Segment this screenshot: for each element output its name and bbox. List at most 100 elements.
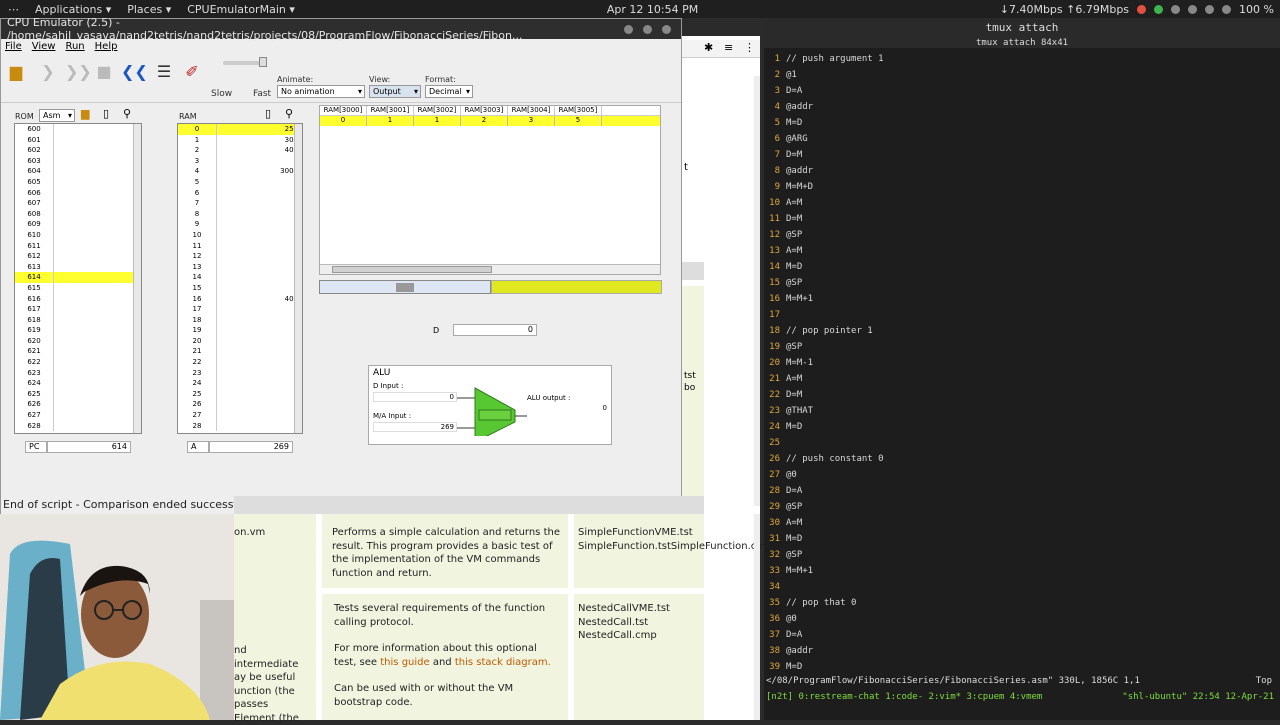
ram-file-icon[interactable]: ▯	[265, 107, 272, 120]
rom-instruction[interactable]	[53, 378, 141, 389]
clock[interactable]: Apr 12 10:54 PM	[606, 2, 699, 16]
ram-row[interactable]: 240	[178, 378, 302, 389]
ram-value[interactable]: 0	[216, 367, 302, 379]
ram-value[interactable]: 0	[216, 282, 302, 294]
rom-instruction[interactable]	[53, 240, 141, 252]
active-app-menu[interactable]: CPUEmulatorMain ▾	[187, 2, 295, 16]
ram-row[interactable]: 150	[178, 282, 302, 294]
ram-search-icon[interactable]: ⚲	[285, 107, 294, 120]
menu-run[interactable]: Run	[65, 40, 85, 52]
ram-row[interactable]: 140	[178, 272, 302, 283]
output-hscrollbar[interactable]	[320, 264, 660, 274]
ram-row[interactable]: 60	[178, 187, 302, 199]
ram-row[interactable]: 270	[178, 410, 302, 421]
ram-value[interactable]: 0	[216, 272, 302, 283]
ram-value[interactable]: 0	[216, 251, 302, 262]
rom-instruction[interactable]	[53, 124, 141, 135]
ram-value[interactable]: 0	[216, 155, 302, 167]
single-step-icon[interactable]: ❯	[41, 62, 55, 81]
rom-instruction[interactable]	[53, 208, 141, 220]
ram-value[interactable]: 0	[216, 198, 302, 209]
rom-instruction[interactable]	[53, 314, 141, 326]
ram-value[interactable]: 256	[216, 124, 302, 135]
screen-scroll-track[interactable]	[319, 280, 491, 294]
rom-instruction[interactable]	[53, 219, 141, 230]
animate-select[interactable]: No animation	[277, 85, 365, 98]
microphone-icon[interactable]	[1205, 4, 1215, 14]
rom-row[interactable]: 615	[15, 282, 141, 294]
ram-row[interactable]: 250	[178, 388, 302, 400]
speed-slider[interactable]	[223, 61, 267, 65]
ram-value[interactable]: 0	[216, 388, 302, 400]
format-select[interactable]: Decimal	[425, 85, 473, 98]
ram-value[interactable]: 0	[216, 399, 302, 411]
rom-row[interactable]: 622	[15, 357, 141, 368]
ram-row[interactable]: 210	[178, 346, 302, 358]
browser-menu-icon[interactable]: ⋮	[744, 41, 755, 54]
rom-instruction[interactable]	[53, 261, 141, 273]
minimize-icon[interactable]	[624, 24, 633, 34]
rom-instruction[interactable]	[53, 388, 141, 400]
ram-value[interactable]: 3004	[216, 166, 302, 177]
ram-value[interactable]: 0	[216, 357, 302, 368]
ram-value[interactable]: 0	[216, 335, 302, 347]
ram-row[interactable]: 220	[178, 357, 302, 368]
ram-row[interactable]: 50	[178, 176, 302, 188]
ram-row[interactable]: 120	[178, 251, 302, 262]
menu-dots-icon[interactable]: ⋯	[8, 2, 19, 16]
ram-value[interactable]: 0	[216, 378, 302, 389]
rom-instruction[interactable]	[53, 357, 141, 368]
volume-icon[interactable]	[1222, 4, 1232, 14]
menu-help[interactable]: Help	[94, 40, 118, 52]
places-menu[interactable]: Places ▾	[127, 2, 172, 16]
ram-value[interactable]: 0	[216, 346, 302, 358]
stop-icon[interactable]: ■	[96, 62, 112, 81]
ram-value[interactable]: 0	[216, 229, 302, 241]
speed-slider-thumb[interactable]	[259, 57, 267, 67]
close-icon[interactable]	[662, 24, 671, 34]
rom-row[interactable]: 613	[15, 261, 141, 273]
output-scroll-thumb[interactable]	[332, 266, 492, 273]
rom-instruction[interactable]	[53, 198, 141, 209]
ram-value[interactable]: 0	[216, 410, 302, 421]
reading-list-icon[interactable]: ≡	[724, 41, 734, 54]
ram-row[interactable]: 100	[178, 229, 302, 241]
ram-value[interactable]: 0	[216, 325, 302, 336]
rom-row[interactable]: 617	[15, 304, 141, 315]
rom-file-icon[interactable]: ▯	[103, 107, 110, 120]
rom-row[interactable]: 610	[15, 229, 141, 241]
rom-row[interactable]: 602	[15, 145, 141, 156]
rom-instruction[interactable]	[53, 410, 141, 421]
rom-instruction[interactable]	[53, 304, 141, 315]
ram-value[interactable]: 400	[216, 293, 302, 305]
ram-value[interactable]: 300	[216, 134, 302, 146]
ram-table[interactable]: 0256130024003043004506070809010011012013…	[177, 123, 303, 434]
rom-row[interactable]: 625	[15, 388, 141, 400]
this-guide-link[interactable]: this guide	[380, 656, 430, 668]
ram-row[interactable]: 130	[178, 261, 302, 273]
rom-instruction[interactable]	[53, 166, 141, 177]
ram-value[interactable]: 0	[216, 176, 302, 188]
rom-row[interactable]: 611	[15, 240, 141, 252]
rom-instruction[interactable]	[53, 282, 141, 294]
ram-value[interactable]: 0	[216, 304, 302, 315]
rom-row[interactable]: 607	[15, 198, 141, 209]
load-program-icon[interactable]: ▆	[9, 62, 23, 81]
extensions-icon[interactable]: ✱	[704, 41, 714, 54]
d-value[interactable]: 0	[453, 324, 537, 336]
ram-value[interactable]: 0	[216, 219, 302, 230]
rom-search-icon[interactable]: ⚲	[123, 107, 132, 120]
rom-row[interactable]: 616	[15, 293, 141, 305]
rom-row[interactable]: 601	[15, 134, 141, 146]
rom-row[interactable]: 603	[15, 155, 141, 167]
ram-value[interactable]: 0	[216, 208, 302, 220]
record-icon[interactable]	[1137, 4, 1147, 14]
ram-scrollbar[interactable]	[294, 124, 302, 433]
settings-icon[interactable]	[1171, 4, 1181, 14]
rom-instruction[interactable]	[53, 134, 141, 146]
rom-row[interactable]: 626	[15, 399, 141, 411]
